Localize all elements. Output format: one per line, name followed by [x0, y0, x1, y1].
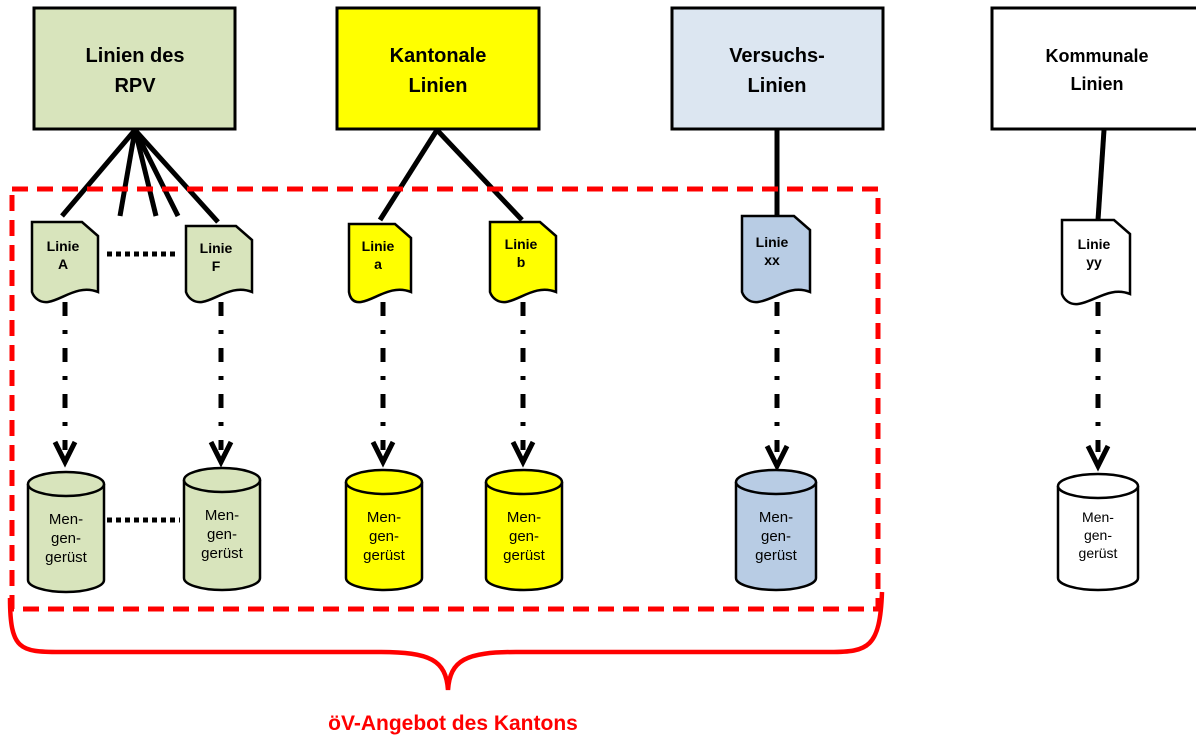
- doc-linie-b-line2: b: [517, 254, 526, 270]
- cyl-kommunal-yy-line3: gerüst: [1079, 545, 1118, 561]
- category-kantonal: Kantonale Linien: [335, 6, 541, 131]
- dashdot-arrows: [62, 302, 1101, 452]
- category-kommunal-line2: Linien: [1071, 74, 1124, 94]
- doc-linie-b-line1: Linie: [505, 236, 538, 252]
- category-versuch-line1: Versuchs-: [729, 45, 825, 67]
- category-kantonal-line1: Kantonale: [390, 45, 487, 67]
- cyl-versuch-xx-line2: gen-: [761, 528, 791, 545]
- cyl-rpv-a-line3: gerüst: [45, 549, 88, 566]
- cyl-rpv-f-line3: gerüst: [201, 545, 244, 562]
- cyl-rpv-f-line2: gen-: [207, 526, 237, 543]
- cylinder-rpv-f: Men- gen- gerüst: [182, 466, 262, 592]
- cyl-kantonal-a-line1: Men-: [367, 509, 401, 526]
- cyl-rpv-f-line1: Men-: [205, 507, 239, 524]
- canton-label: öV-Angebot des Kantons: [328, 712, 578, 735]
- document-linie-a: Linie A: [30, 220, 100, 304]
- cylinder-kantonal-a: Men- gen- gerüst: [344, 468, 424, 592]
- doc-linie-f-line1: Linie: [200, 240, 233, 256]
- document-linie-b: Linie b: [488, 220, 558, 304]
- cylinder-kantonal-b: Men- gen- gerüst: [484, 468, 564, 592]
- cylinder-versuch-xx: Men- gen- gerüst: [734, 468, 818, 592]
- doc-linie-a-line2: A: [58, 256, 68, 272]
- dotted-connectors: [107, 251, 180, 523]
- doc-linie-yy-line2: yy: [1086, 254, 1102, 270]
- cylinder-kommunal-yy: Men- gen- gerüst: [1056, 472, 1140, 592]
- doc-linie-a-line1: Linie: [47, 238, 80, 254]
- cyl-kantonal-a-line3: gerüst: [363, 547, 406, 564]
- category-kommunal: Kommunale Linien: [990, 6, 1196, 131]
- document-linie-f: Linie F: [184, 224, 254, 304]
- cyl-versuch-xx-line1: Men-: [759, 509, 793, 526]
- document-linie-xx: Linie xx: [740, 214, 812, 304]
- doc-linie-a-small-line2: a: [374, 256, 382, 272]
- doc-linie-f-line2: F: [212, 258, 221, 274]
- cyl-rpv-a-line1: Men-: [49, 511, 83, 528]
- category-rpv-line2: RPV: [114, 75, 156, 97]
- cyl-versuch-xx-line3: gerüst: [755, 547, 798, 564]
- cyl-kantonal-b-line1: Men-: [507, 509, 541, 526]
- doc-linie-a-small-line1: Linie: [362, 238, 395, 254]
- cyl-kantonal-a-line2: gen-: [369, 528, 399, 545]
- arrow-heads: [52, 440, 1111, 472]
- doc-linie-xx-line2: xx: [764, 252, 780, 268]
- category-kantonal-line2: Linien: [409, 75, 468, 97]
- document-linie-a-small: Linie a: [347, 222, 413, 304]
- cylinder-rpv-a: Men- gen- gerüst: [26, 470, 106, 594]
- category-versuch: Versuchs- Linien: [670, 6, 885, 131]
- canton-boundary: [9, 186, 881, 612]
- category-kommunal-line1: Kommunale: [1045, 46, 1148, 66]
- doc-linie-yy-line1: Linie: [1078, 236, 1111, 252]
- cyl-kommunal-yy-line2: gen-: [1084, 527, 1112, 543]
- connector-lines: [60, 128, 1107, 224]
- cyl-kantonal-b-line3: gerüst: [503, 547, 546, 564]
- document-linie-yy: Linie yy: [1060, 218, 1132, 306]
- category-rpv-line1: Linien des: [86, 45, 185, 67]
- doc-linie-xx-line1: Linie: [756, 234, 789, 250]
- cyl-kantonal-b-line2: gen-: [509, 528, 539, 545]
- canton-brace: [7, 591, 885, 691]
- category-versuch-line2: Linien: [748, 75, 807, 97]
- cyl-kommunal-yy-line1: Men-: [1082, 509, 1114, 525]
- category-rpv: Linien des RPV: [32, 6, 237, 131]
- cyl-rpv-a-line2: gen-: [51, 530, 81, 547]
